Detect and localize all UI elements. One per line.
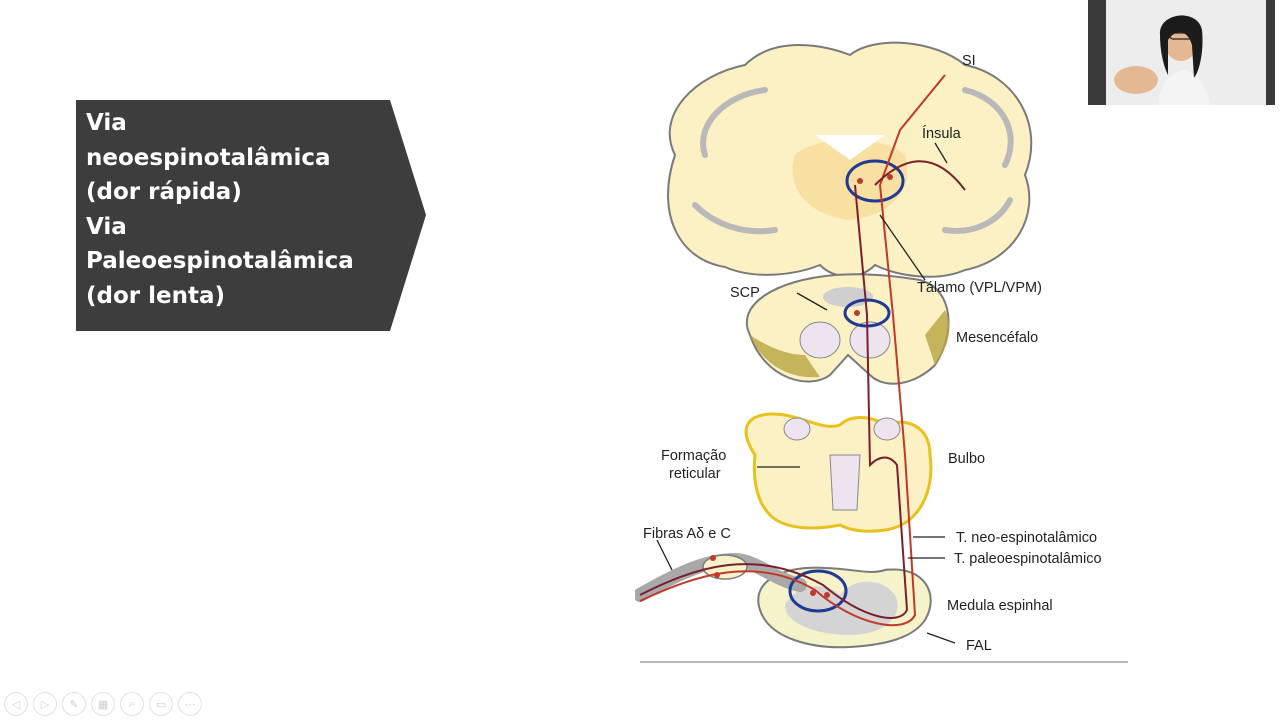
label-scp: SCP: [730, 285, 760, 301]
title-line: Via: [86, 110, 127, 136]
slide-title-box: Via neoespinotalâmica (dor rápida) Via P…: [76, 100, 426, 331]
zoom-icon[interactable]: ⌕: [120, 692, 144, 716]
more-icon[interactable]: ⋯: [178, 692, 202, 716]
label-fibras: Fibras Aδ e C: [643, 526, 731, 542]
midbrain-section: [745, 273, 950, 385]
neo-tract: [639, 74, 946, 627]
label-medula: Medula espinhal: [947, 598, 1053, 614]
label-fal: FAL: [966, 638, 992, 654]
paleo-tract: [639, 184, 909, 619]
title-line: Paleoespinotalâmica: [86, 248, 354, 274]
pen-icon[interactable]: ✎: [62, 692, 86, 716]
title-line: (dor rápida): [86, 179, 242, 205]
title-line: (dor lenta): [86, 282, 226, 309]
next-icon[interactable]: ▷: [33, 692, 57, 716]
label-talamo: Tálamo (VPL/VPM): [917, 280, 1042, 296]
brain-section: [667, 41, 1033, 278]
label-paleo: T. paleoespinotalâmico: [954, 551, 1102, 567]
pain-pathway-diagram: SI Ínsula Tálamo (VPL/VPM) SCP Mesencéfa…: [635, 41, 1128, 663]
presenter-avatar: [1088, 0, 1275, 105]
label-neo: T. neo-espinotalâmico: [956, 530, 1097, 546]
label-formacao-2: reticular: [669, 466, 721, 482]
label-insula: Ínsula: [922, 125, 962, 142]
medulla-section: [744, 412, 933, 533]
spinal-highlight: [788, 569, 848, 613]
leader-lines: [656, 142, 956, 644]
slide-title: Via neoespinotalâmica (dor rápida) Via P…: [86, 106, 416, 313]
presentation-controls: ◁ ▷ ✎ ▦ ⌕ ▭ ⋯: [4, 692, 202, 716]
title-line: neoespinotalâmica: [86, 144, 331, 171]
title-arrow-shape: [76, 100, 426, 331]
label-bulbo: Bulbo: [948, 451, 985, 467]
subtitle-icon[interactable]: ▭: [149, 692, 173, 716]
label-si: SI: [962, 53, 976, 69]
webcam-video: [1088, 0, 1275, 105]
label-formacao-1: Formação: [661, 448, 726, 464]
slides-icon[interactable]: ▦: [91, 692, 115, 716]
title-line: Via: [86, 213, 127, 240]
label-mesencefalo: Mesencéfalo: [956, 330, 1038, 346]
thalamus-highlight: [845, 159, 905, 203]
prev-icon[interactable]: ◁: [4, 692, 28, 716]
